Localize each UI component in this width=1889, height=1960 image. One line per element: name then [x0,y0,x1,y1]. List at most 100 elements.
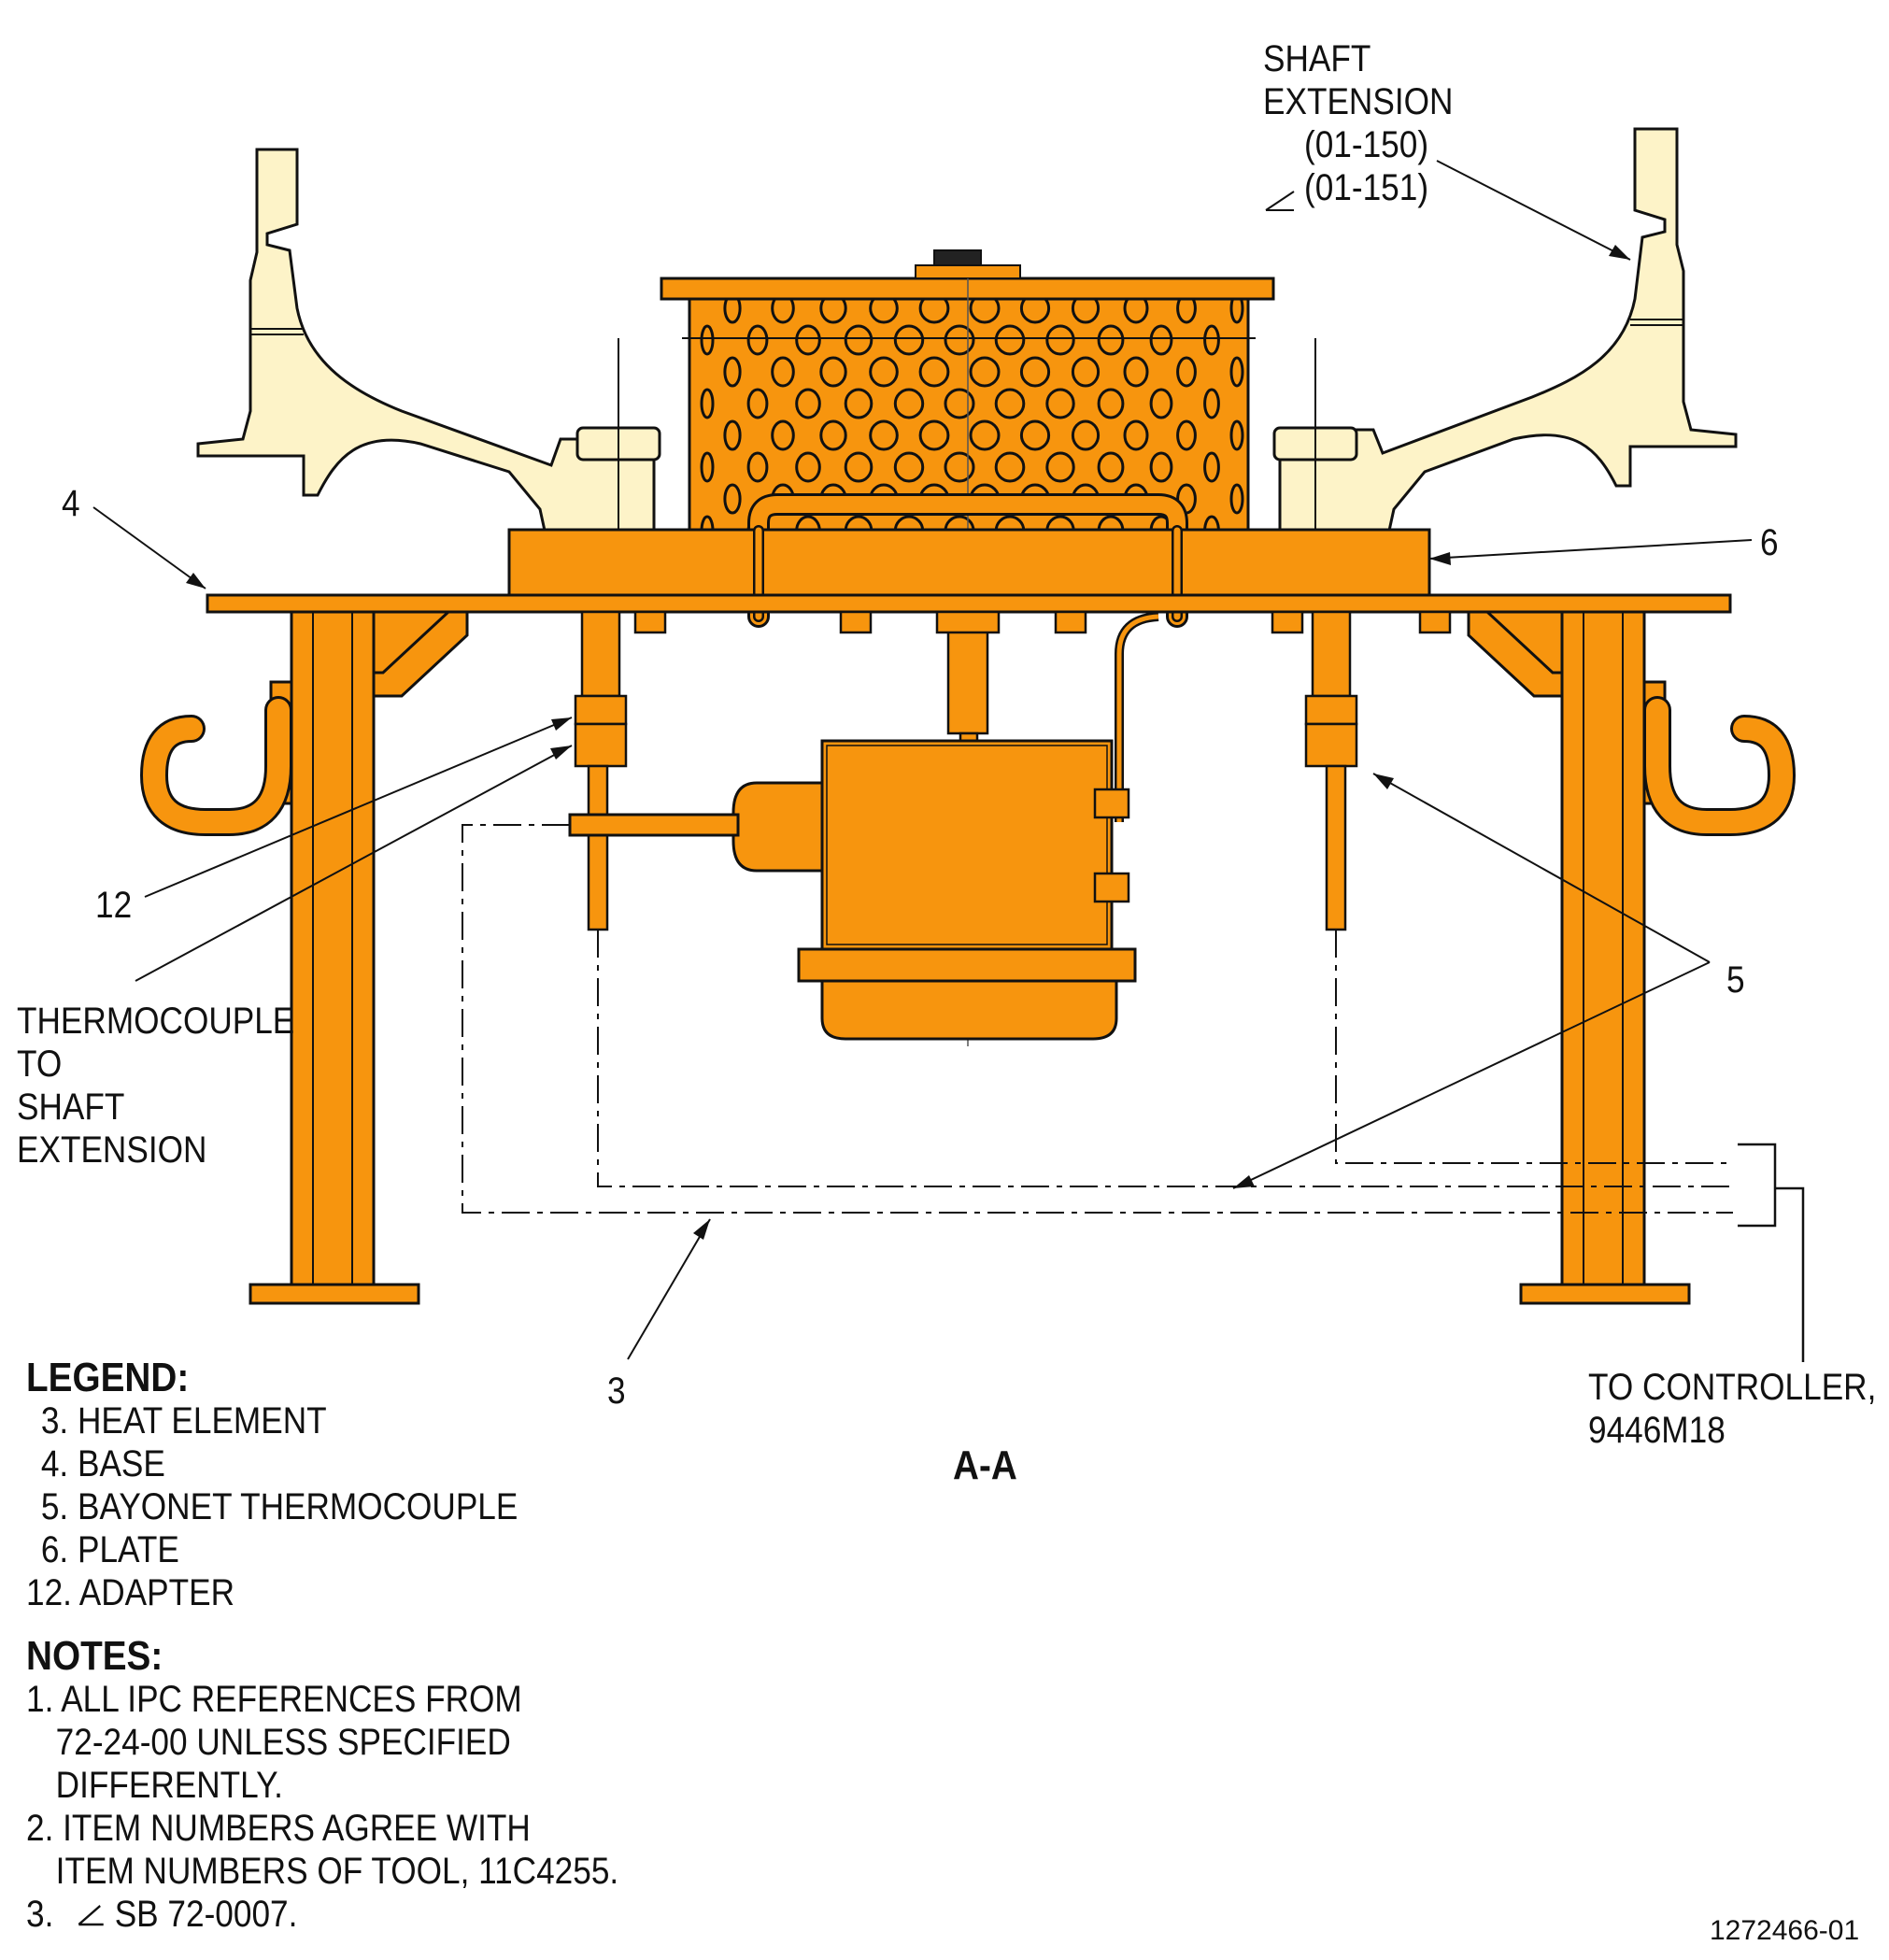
note-line: 2. ITEM NUMBERS AGREE WITH [26,1808,531,1849]
legend-item: 5. BAYONET THERMOCOUPLE [40,1486,518,1527]
legend-item: 4. BASE [40,1443,165,1484]
perforation-hole [1203,451,1220,483]
perforation-hole [1229,483,1244,515]
perforation-hole [723,483,742,515]
perforation-hole [844,388,873,419]
perforation-hole [1149,388,1173,419]
perforation-hole [1045,388,1075,419]
perforation-hole [944,451,975,483]
controller-callout-line: 9446M18 [1588,1410,1726,1451]
shaft-extension-ref: (01-150) [1304,124,1429,165]
perforation-hole [1229,419,1244,451]
perforation-hole [994,388,1026,419]
perforation-hole [1123,299,1149,324]
thermocouple-callout-line: EXTENSION [17,1129,207,1171]
legend-item: 6. PLATE [40,1529,179,1570]
perforation-hole [746,324,769,356]
perforation-hole [869,299,899,324]
perforation-hole [1071,419,1101,451]
perforation-hole [795,324,821,356]
perforation-hole [844,451,873,483]
perforation-hole [969,299,1001,324]
perforation-hole [1071,299,1101,324]
perforation-hole [746,451,769,483]
perforation-hole [969,356,1001,388]
perforation-hole [1176,299,1197,324]
perforation-hole [819,356,847,388]
perforation-hole [893,388,925,419]
thermocouple-callout-line: SHAFT [17,1087,125,1128]
perforation-hole [1176,419,1197,451]
wiring [462,824,1733,1214]
perforation-hole [1123,356,1149,388]
perforation-hole [1019,299,1051,324]
perforation-hole [676,358,688,386]
perforation-hole [869,356,899,388]
perforation-hole [918,356,950,388]
perforation-hole [1071,356,1101,388]
perforation-hole [969,419,1001,451]
perforation-hole [869,419,899,451]
perforation-hole [723,299,742,324]
perforation-hole [723,419,742,451]
perforation-hole [746,388,769,419]
perforation-hole [1149,324,1173,356]
note-line: 72-24-00 UNLESS SPECIFIED [55,1722,511,1763]
legend-item: 12. ADAPTER [26,1572,235,1613]
note-line-3: 3. SB 72-0007. [26,1893,618,1936]
note-number: 3. [26,1894,54,1935]
perforation-hole [1149,451,1173,483]
perforation-hole [676,421,688,449]
leg-right [1560,610,1646,1296]
perforation-hole [918,299,950,324]
perforation-hole [893,324,925,356]
perforation-hole [1045,324,1075,356]
perforation-hole [844,324,873,356]
perforation-hole [700,388,715,419]
perforation-hole [1097,451,1125,483]
note-line: ITEM NUMBERS OF TOOL, 11C4255. [55,1851,619,1892]
figure-id: 1272466-01 [1710,1915,1860,1946]
leg-left [290,610,376,1296]
perforation-hole [795,451,821,483]
note-line: 1. ALL IPC REFERENCES FROM [26,1679,522,1720]
perforation-hole [676,485,688,513]
thermocouple-adapter-right [1304,610,1358,931]
notes: NOTES: 1. ALL IPC REFERENCES FROM 72-24-… [26,1635,618,1936]
perforation-hole [1203,388,1220,419]
shaft-extension-line: SHAFT [1263,38,1371,79]
callout-item-6: 6 [1760,522,1779,563]
motor-base [820,979,1118,1041]
perforation-hole [723,356,742,388]
perforation-hole [1097,388,1125,419]
legend-item: 3. HEAT ELEMENT [40,1400,327,1442]
plate [507,528,1431,599]
perforation-hole [1097,324,1125,356]
thermocouple-callout-line: THERMOCOUPLE [17,1001,295,1042]
perforation-hole [819,299,847,324]
section-label: A-A [953,1442,1017,1488]
perforation-hole [893,451,925,483]
perforation-hole [944,324,975,356]
perforation-hole [700,451,715,483]
motor-body [820,739,1114,951]
perforation-hole [1019,419,1051,451]
perforation-hole [700,324,715,356]
shaft-extension-callout: SHAFT EXTENSION (01-150) (01-151) [1263,37,1453,209]
perforation-hole [819,419,847,451]
legend: LEGEND: 3. HEAT ELEMENT 4. BASE 5. BAYON… [26,1356,518,1614]
shaft-extension-left [196,148,656,562]
perforation-hole [918,419,950,451]
base-top [206,593,1732,614]
perforation-hole [994,324,1026,356]
perforation-hole [994,451,1026,483]
perforation-hole [944,388,975,419]
perforation-hole [1019,356,1051,388]
perforation-hole [1176,356,1197,388]
callout-item-5: 5 [1726,959,1745,1001]
legend-title: LEGEND: [26,1355,190,1400]
perforation-hole [1123,419,1149,451]
perforation-hole [771,356,795,388]
callout-item-4: 4 [62,483,80,524]
